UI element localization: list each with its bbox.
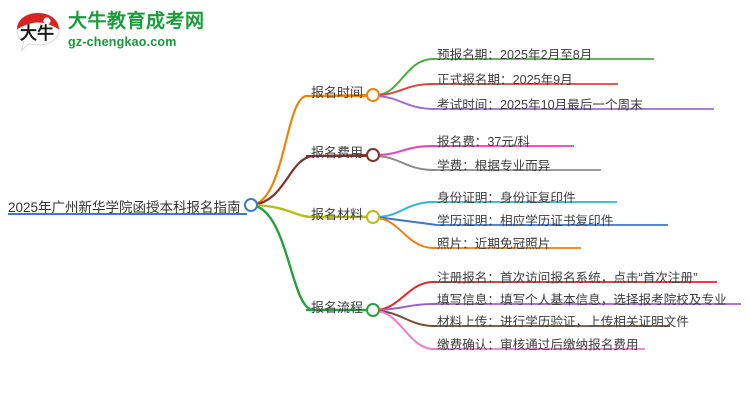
leaf-label-upload-materials[interactable]: 材料上传：进行学历验证，上传相关证明文件 <box>437 315 689 329</box>
branch-label-registration-process[interactable]: 报名流程 <box>311 300 364 315</box>
leaf-label-payment-confirmation[interactable]: 缴费确认：审核通过后缴纳报名费用 <box>437 338 639 352</box>
leaf-label-tuition-fee[interactable]: 学费：根据专业而异 <box>437 159 551 173</box>
branch-node-circle-4[interactable] <box>366 303 380 317</box>
logo-speech-bubble-icon: 大牛 <box>16 12 60 53</box>
logo-mark-text: 大牛 <box>20 23 54 43</box>
leaf-label-fill-information[interactable]: 填写信息：填写个人基本信息，选择报考院校及专业 <box>437 293 727 307</box>
branch-connector-4 <box>250 203 373 312</box>
leaf-label-education-proof[interactable]: 学历证明：相应学历证书复印件 <box>437 214 614 228</box>
branch-connector-1 <box>250 93 374 207</box>
leaf-connector-3-3 <box>375 217 437 249</box>
leaf-label-exam-time[interactable]: 考试时间：2025年10月最后一个周末 <box>437 98 643 112</box>
leaf-label-application-fee[interactable]: 报名费：37元/科 <box>437 135 531 149</box>
branch-label-registration-time[interactable]: 报名时间 <box>311 85 364 100</box>
root-node-circle[interactable] <box>244 198 258 212</box>
leaf-connector-2-2 <box>375 155 437 171</box>
leaf-connector-3-2 <box>375 216 438 226</box>
leaf-label-pre-registration-period[interactable]: 预报名期：2025年2月至8月 <box>437 48 593 62</box>
leaf-label-formal-registration-period[interactable]: 正式报名期：2025年9月 <box>437 73 573 87</box>
leaf-connector-4-4 <box>375 310 437 350</box>
branch-node-circle-1[interactable] <box>366 88 380 102</box>
leaf-connector-2-1 <box>375 145 437 156</box>
leaf-connector-1-2 <box>375 83 437 96</box>
logo-subtitle: gz-chengkao.com <box>68 35 177 49</box>
branch-label-registration-materials[interactable]: 报名材料 <box>311 207 364 222</box>
leaf-label-register-account[interactable]: 注册报名：首次访问报名系统，点击“首次注册” <box>437 271 698 285</box>
leaf-connector-4-2 <box>375 303 437 311</box>
leaf-label-photo[interactable]: 照片：近期免冠照片 <box>437 237 551 251</box>
site-logo[interactable]: 大牛 大牛教育成考网 gz-chengkao.com <box>14 8 244 56</box>
branch-node-circle-3[interactable] <box>366 210 380 224</box>
mindmap-root-label[interactable]: 2025年广州新华学院函授本科报名指南 <box>8 200 241 215</box>
leaf-connector-1-1 <box>375 58 437 96</box>
branch-connector-2 <box>250 153 374 207</box>
leaf-label-identity-proof[interactable]: 身份证明：身份证复印件 <box>437 191 576 205</box>
branch-label-registration-fee[interactable]: 报名费用 <box>311 145 364 160</box>
leaf-connector-3-1 <box>375 201 437 218</box>
logo-title: 大牛教育成考网 <box>68 11 205 32</box>
branch-node-circle-2[interactable] <box>366 148 380 162</box>
logo-text-block: 大牛教育成考网 gz-chengkao.com <box>68 11 238 50</box>
leaf-connector-1-3 <box>375 95 437 110</box>
